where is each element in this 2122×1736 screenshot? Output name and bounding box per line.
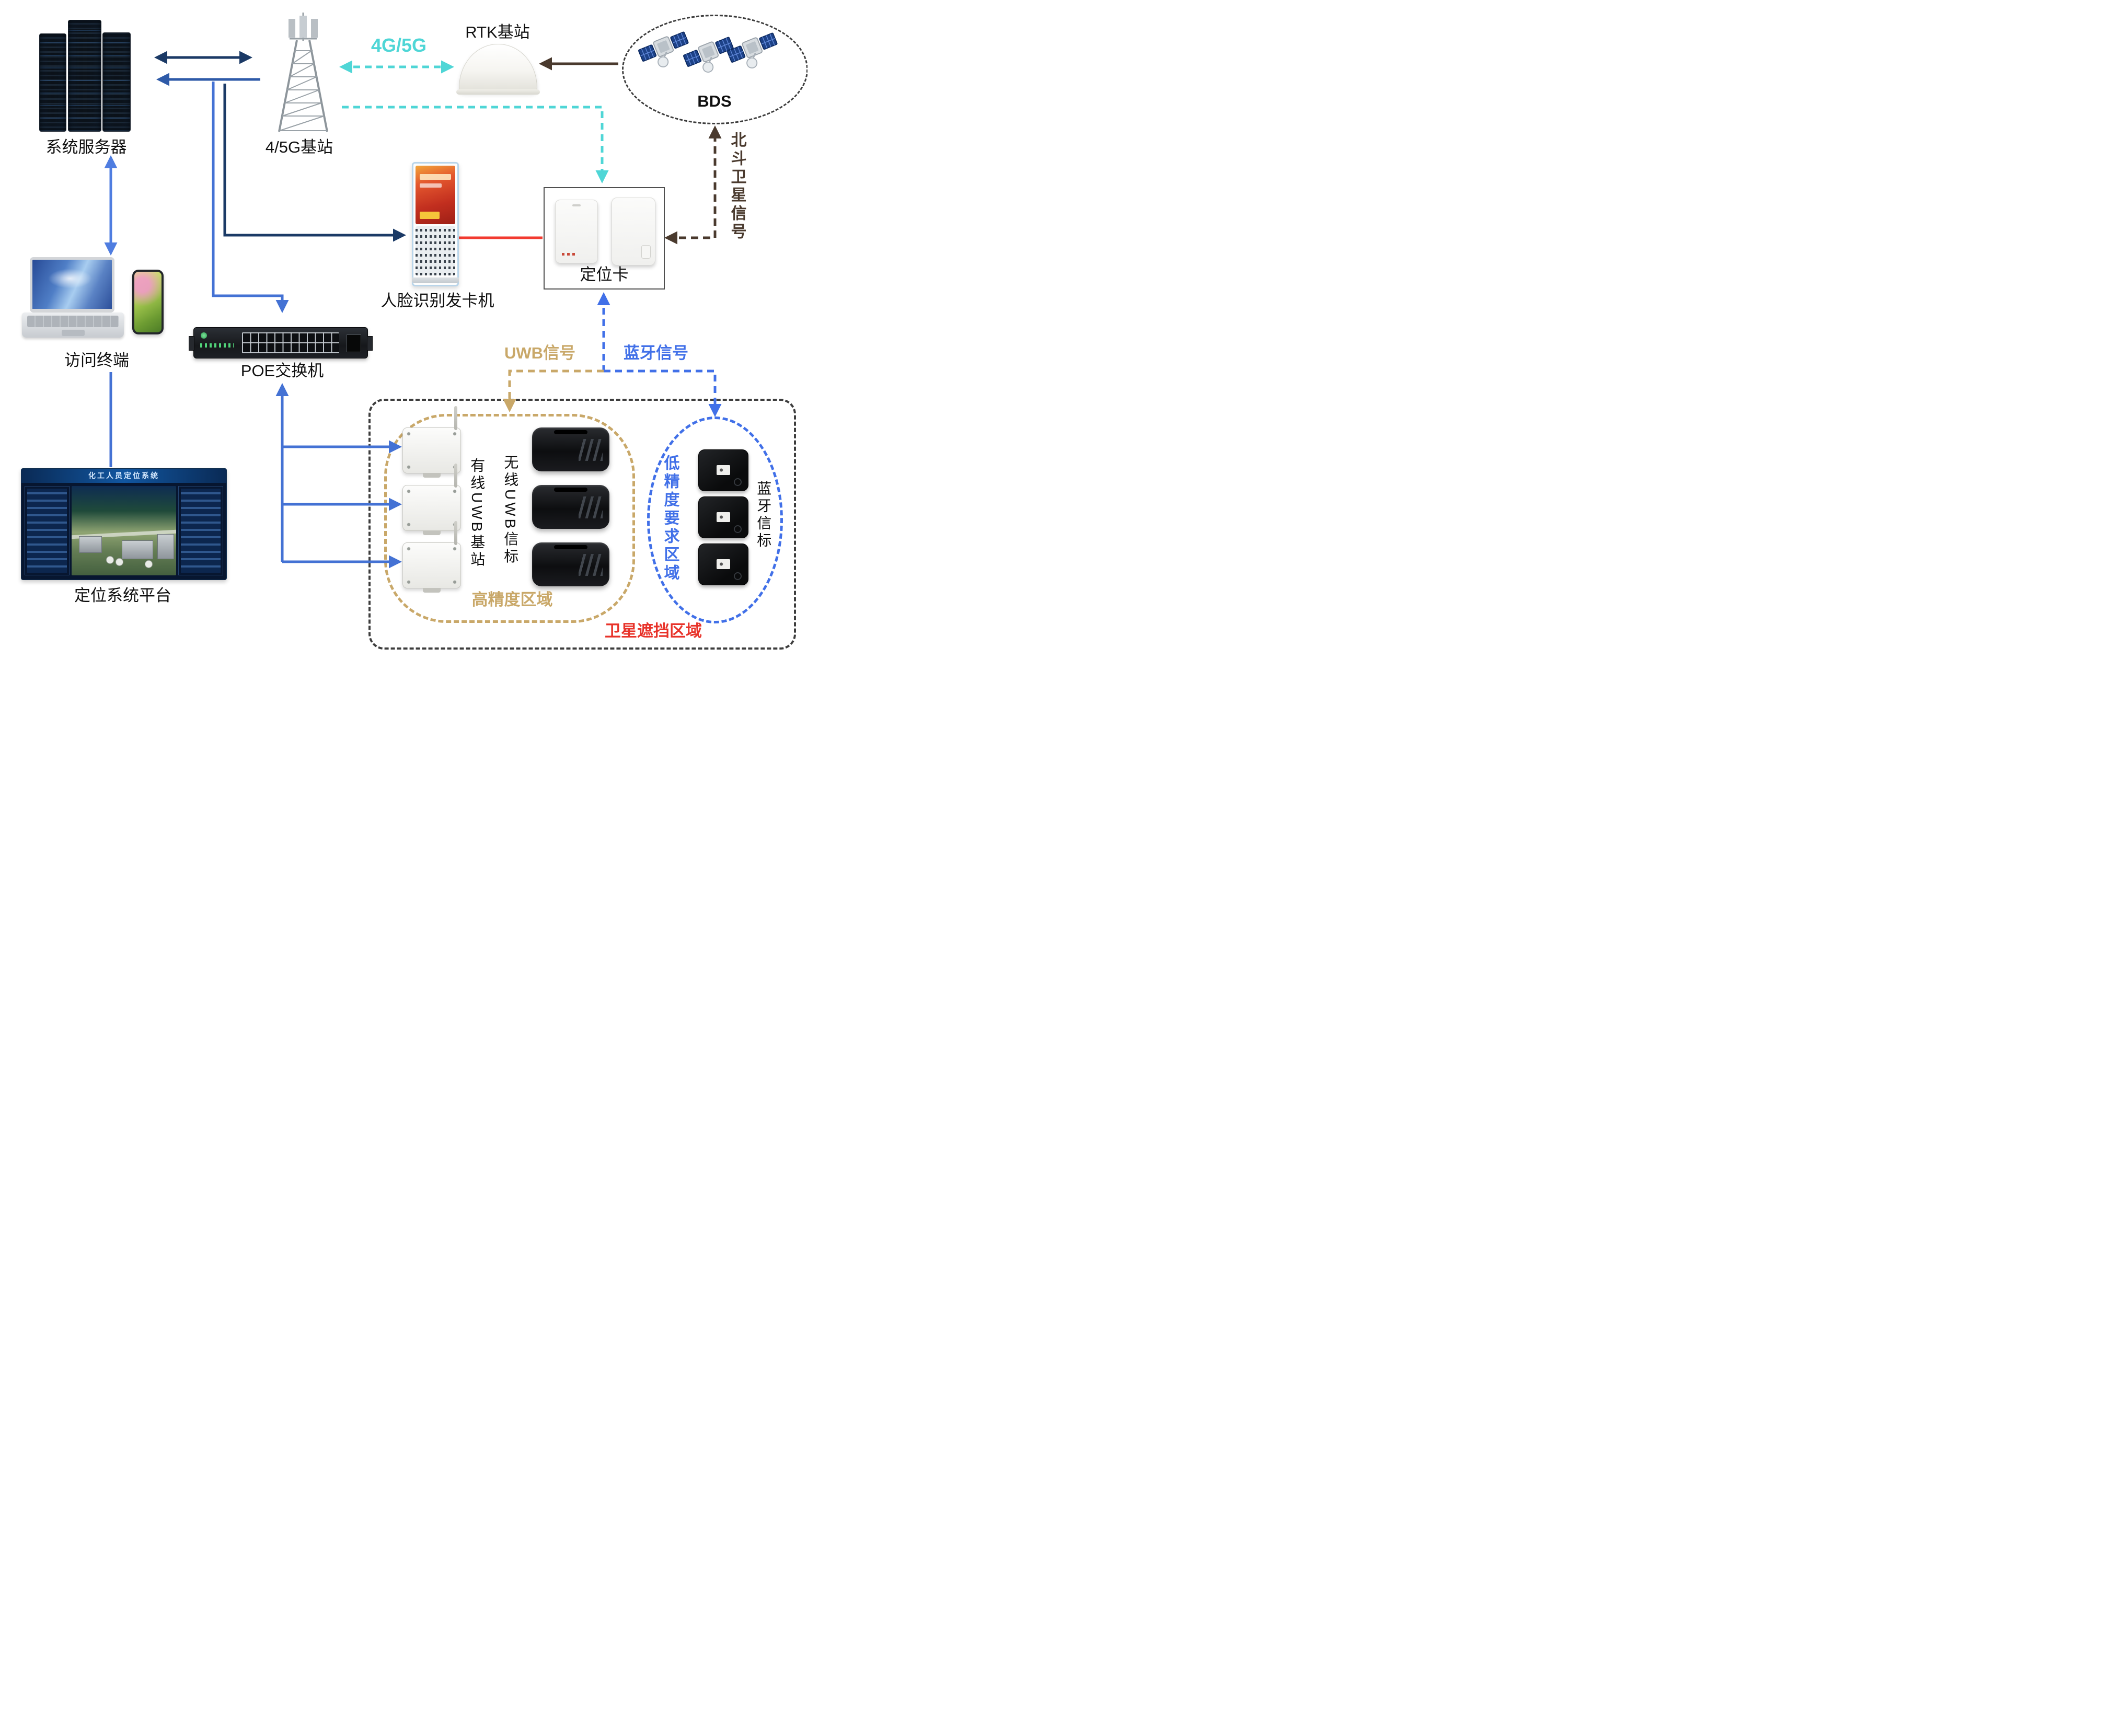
server-image <box>39 20 131 132</box>
laptop-screen <box>30 257 114 313</box>
beidou-signal-label: 北斗卫星信号 <box>728 132 746 241</box>
poe-status-leds <box>200 343 234 348</box>
server-rack <box>68 20 101 132</box>
terminal-label: 访问终端 <box>64 351 129 369</box>
kiosk-label: 人脸识别发卡机 <box>380 292 494 310</box>
platform-right-panel <box>178 486 223 575</box>
cellular-signal-label: 4G/5G <box>371 34 427 56</box>
platform-tank <box>106 556 114 564</box>
locator-card-label: 定位卡 <box>580 265 629 284</box>
wireless-uwb-label: 无线UWB信标 <box>502 454 519 566</box>
rtk-dome-icon <box>456 44 540 95</box>
uwb-base-station <box>402 406 461 478</box>
bds-label: BDS <box>697 92 732 110</box>
server-rack <box>102 32 131 132</box>
kiosk-poster-line <box>420 174 451 180</box>
poe-label: POE交换机 <box>240 362 324 380</box>
kiosk-vent-panel <box>416 226 455 275</box>
bds-ellipse <box>622 15 808 124</box>
phone-icon <box>132 270 164 334</box>
platform-label: 定位系统平台 <box>74 586 171 605</box>
kiosk-poster-line <box>420 183 442 188</box>
low-precision-region <box>647 416 783 623</box>
platform-screenshot: 化工人员定位系统 <box>21 468 227 580</box>
link-tower-card <box>342 106 609 183</box>
laptop-icon <box>22 257 124 345</box>
wired-uwb-label: 有线UWB基站 <box>469 457 486 569</box>
poe-switch-image <box>189 327 373 358</box>
poe-sfp-slot <box>347 334 361 352</box>
bluetooth-signal-label: 蓝牙信号 <box>624 344 688 362</box>
platform-screen-title: 化工人员定位系统 <box>21 469 226 483</box>
uwb-beacon <box>532 485 609 529</box>
locator-card-back <box>612 198 655 265</box>
platform-building <box>157 534 174 559</box>
uwb-base-station <box>402 464 461 535</box>
server-label: 系统服务器 <box>45 138 127 156</box>
uwb-signal-label: UWB信号 <box>504 344 576 362</box>
tower-label: 4/5G基站 <box>265 138 333 156</box>
platform-map-view <box>72 486 176 575</box>
platform-tank <box>145 560 153 568</box>
uwb-beacon <box>532 542 609 586</box>
poe-port-grid <box>242 332 339 353</box>
server-rack <box>39 33 66 132</box>
locator-card-front <box>555 200 598 263</box>
kiosk-screen <box>416 166 455 224</box>
rtk-label: RTK基站 <box>465 23 530 41</box>
platform-left-panel <box>25 486 70 575</box>
uwb-base-station <box>402 521 461 593</box>
kiosk-poster-badge <box>420 212 440 219</box>
bluetooth-beacon <box>698 496 748 538</box>
link-bds-card <box>664 125 722 245</box>
locator-card-box: 定位卡 <box>544 187 665 290</box>
platform-tank <box>116 558 123 566</box>
uwb-beacon <box>532 427 609 471</box>
kiosk-base <box>412 277 459 283</box>
high-precision-region-label: 高精度区域 <box>471 591 553 609</box>
satellite-blocked-region-label: 卫星遮挡区域 <box>605 622 702 640</box>
poe-logo-led <box>201 332 207 339</box>
bluetooth-beacon-label: 蓝牙信标 <box>755 480 772 550</box>
diagram-canvas: 系统服务器 4/5G基站 RTK基站 BDS 北斗卫星信号 4G/5G 人脸识别… <box>0 0 808 661</box>
cell-tower-icon <box>278 13 328 132</box>
kiosk-image <box>412 162 459 286</box>
low-precision-region-label: 低精度要求区域 <box>661 454 679 583</box>
high-precision-region <box>384 414 635 623</box>
laptop-keyboard <box>22 313 124 338</box>
platform-building <box>122 540 153 559</box>
bluetooth-beacon <box>698 449 748 491</box>
bluetooth-beacon <box>698 543 748 585</box>
platform-building <box>79 536 102 553</box>
